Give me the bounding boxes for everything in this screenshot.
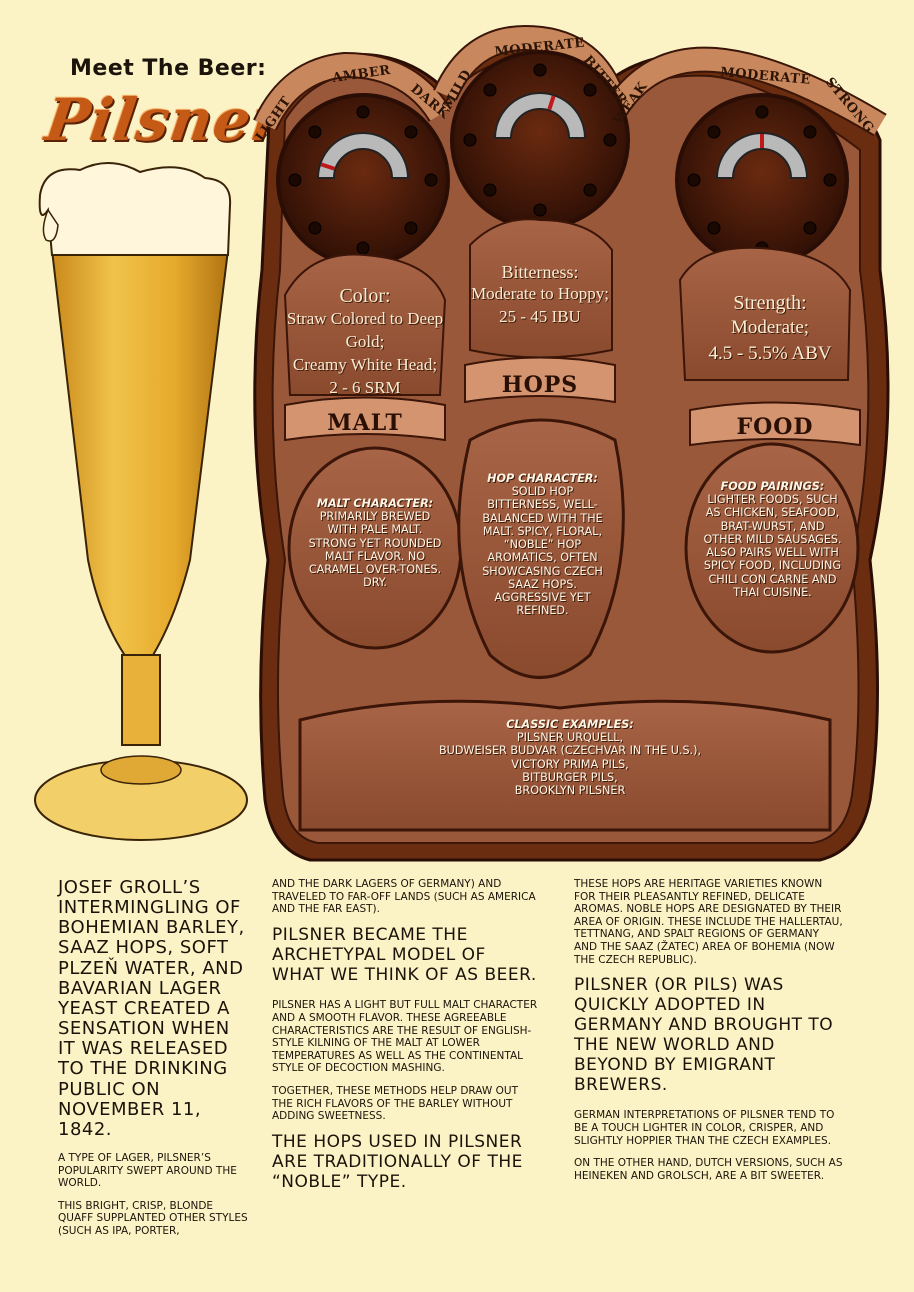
article-paragraph: PILSNER HAS A LIGHT BUT FULL MALT CHARAC… xyxy=(272,999,538,1075)
bitterness-gauge-needle xyxy=(547,95,556,111)
example-item: VICTORY PRIMA PILS, xyxy=(511,757,629,771)
article-paragraph: GERMAN INTERPRETATIONS OF PILSNER TEND T… xyxy=(574,1109,835,1147)
article-subheading: THE HOPS USED IN PILSNER ARE TRADITIONAL… xyxy=(272,1131,523,1192)
malt-character-heading: MALT CHARACTER: xyxy=(316,497,434,510)
info-panels xyxy=(283,218,861,832)
food-pairings: FOOD PAIRINGS: LIGHTER FOODS, SUCH AS CH… xyxy=(700,480,845,599)
article-subheading: PILSNER (OR PILS) WAS QUICKLY ADOPTED IN… xyxy=(574,975,834,1095)
malt-band: MALT xyxy=(327,410,403,436)
color-value-1: Straw Colored to Deep Gold; xyxy=(286,309,444,351)
food-pairings-body: LIGHTER FOODS, SUCH AS CHICKEN, SEAFOOD,… xyxy=(703,493,842,599)
article-paragraph: ON THE OTHER HAND, DUTCH VERSIONS, SUCH … xyxy=(574,1157,843,1182)
strength-panel: Strength: Moderate; 4.5 - 5.5% ABV xyxy=(690,292,850,366)
bitterness-value-2: 25 - 45 IBU xyxy=(499,306,581,326)
color-label: Color: xyxy=(339,285,391,307)
article-column-3: THESE HOPS ARE HERITAGE VARIETIES KNOWN … xyxy=(574,878,844,1192)
pre-title: Meet The Beer: xyxy=(70,56,267,81)
bitterness-label: Bitterness: xyxy=(501,262,579,282)
strength-value-2: 4.5 - 5.5% ABV xyxy=(708,342,832,364)
classic-examples-heading: CLASSIC EXAMPLES: xyxy=(506,718,634,731)
bitterness-panel: Bitterness: Moderate to Hoppy; 25 - 45 I… xyxy=(465,262,615,329)
hops-band: HOPS xyxy=(501,372,579,398)
strength-value-1: Moderate; xyxy=(730,317,810,338)
hop-character: HOP CHARACTER: SOLID HOP BITTERNESS, WEL… xyxy=(480,472,605,617)
article-paragraph: THESE HOPS ARE HERITAGE VARIETIES KNOWN … xyxy=(574,878,843,966)
pilsner-glass xyxy=(34,161,248,841)
malt-character-body: PRIMARILY BREWED WITH PALE MALT. STRONG … xyxy=(308,510,442,590)
article-column-2: AND THE DARK LAGERS OF GERMANY) AND TRAV… xyxy=(272,878,542,1206)
article-paragraph: A TYPE OF LAGER, PILSNER’S POPULARITY SW… xyxy=(58,1152,237,1190)
example-item: BITBURGER PILS, xyxy=(522,770,618,784)
malt-character: MALT CHARACTER: PRIMARILY BREWED WITH PA… xyxy=(305,497,445,590)
classic-examples: CLASSIC EXAMPLES: PILSNER URQUELL, BUDWE… xyxy=(380,718,760,797)
hop-character-heading: HOP CHARACTER: xyxy=(487,472,598,485)
article-column-1: JOSEF GROLL’S INTERMINGLING OF BOHEMIAN … xyxy=(58,877,248,1248)
strength-label: Strength: xyxy=(733,292,807,314)
example-item: PILSNER URQUELL, xyxy=(516,731,624,745)
color-panel: Color: Straw Colored to Deep Gold; Cream… xyxy=(280,285,450,400)
article-paragraph: THIS BRIGHT, CRISP, BLONDE QUAFF SUPPLAN… xyxy=(58,1199,248,1237)
article-paragraph: TOGETHER, THESE METHODS HELP DRAW OUT TH… xyxy=(272,1084,518,1123)
food-pairings-heading: FOOD PAIRINGS: xyxy=(720,480,825,493)
color-value-3: 2 - 6 SRM xyxy=(329,377,401,397)
hop-character-body: SOLID HOP BITTERNESS, WELL-BALANCED WITH… xyxy=(482,485,603,618)
color-value-2: Creamy White Head; xyxy=(292,354,438,374)
article-subheading: PILSNER BECAME THE ARCHETYPAL MODEL OF W… xyxy=(272,924,537,985)
article-lead: JOSEF GROLL’S INTERMINGLING OF BOHEMIAN … xyxy=(58,877,245,1140)
example-item: BUDWEISER BUDVAR (CZECHVAR IN THE U.S.), xyxy=(438,744,702,758)
color-gauge-needle xyxy=(320,162,336,171)
bitterness-value-1: Moderate to Hoppy; xyxy=(471,284,609,303)
food-band: FOOD xyxy=(736,414,814,440)
example-item: BROOKLYN PILSNER xyxy=(514,784,626,798)
article-paragraph: AND THE DARK LAGERS OF GERMANY) AND TRAV… xyxy=(272,878,536,916)
